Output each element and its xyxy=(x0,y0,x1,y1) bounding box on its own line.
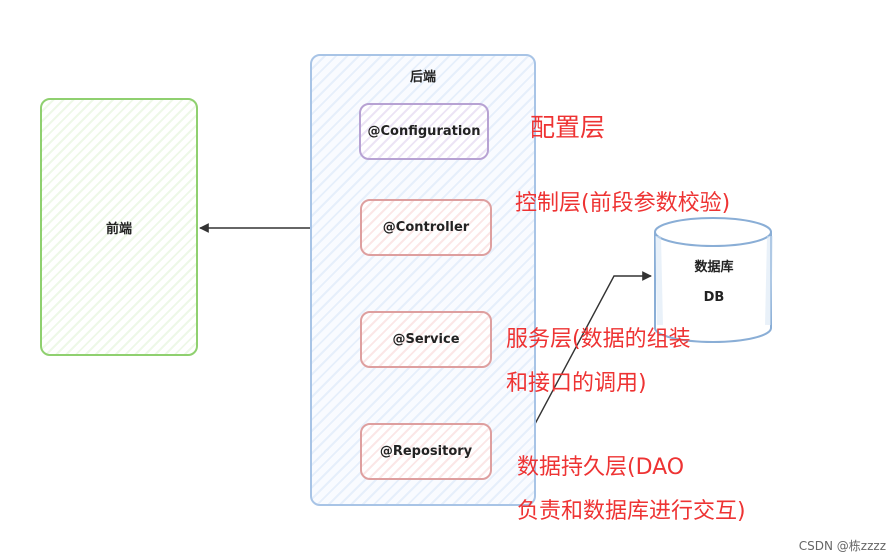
controller-layer-box: @Controller xyxy=(360,199,492,256)
config-annotation: 配置层 xyxy=(530,113,606,142)
database-sublabel: DB xyxy=(703,290,725,305)
service-annotation-line2: 和接口的调用) xyxy=(506,371,647,396)
controller-label: @Controller xyxy=(382,220,470,235)
database-cylinder xyxy=(654,217,773,343)
frontend-box: 前端 xyxy=(40,98,198,356)
repository-layer-box: @Repository xyxy=(360,423,492,480)
frontend-label: 前端 xyxy=(105,221,132,237)
repository-annotation-line2: 负责和数据库进行交互) xyxy=(517,499,746,524)
database-label: 数据库 xyxy=(694,260,734,275)
configuration-layer-box: @Configuration xyxy=(359,103,489,160)
service-annotation-line1: 服务层(数据的组装 xyxy=(506,327,691,352)
service-layer-box: @Service xyxy=(360,311,492,368)
repository-label: @Repository xyxy=(379,444,473,459)
repository-annotation-line1: 数据持久层(DAO xyxy=(517,455,685,480)
controller-annotation: 控制层(前段参数校验) xyxy=(515,191,731,216)
backend-label: 后端 xyxy=(409,70,436,85)
configuration-label: @Configuration xyxy=(367,124,481,139)
watermark: CSDN @栋zzzz xyxy=(798,539,886,553)
service-label: @Service xyxy=(392,332,460,347)
